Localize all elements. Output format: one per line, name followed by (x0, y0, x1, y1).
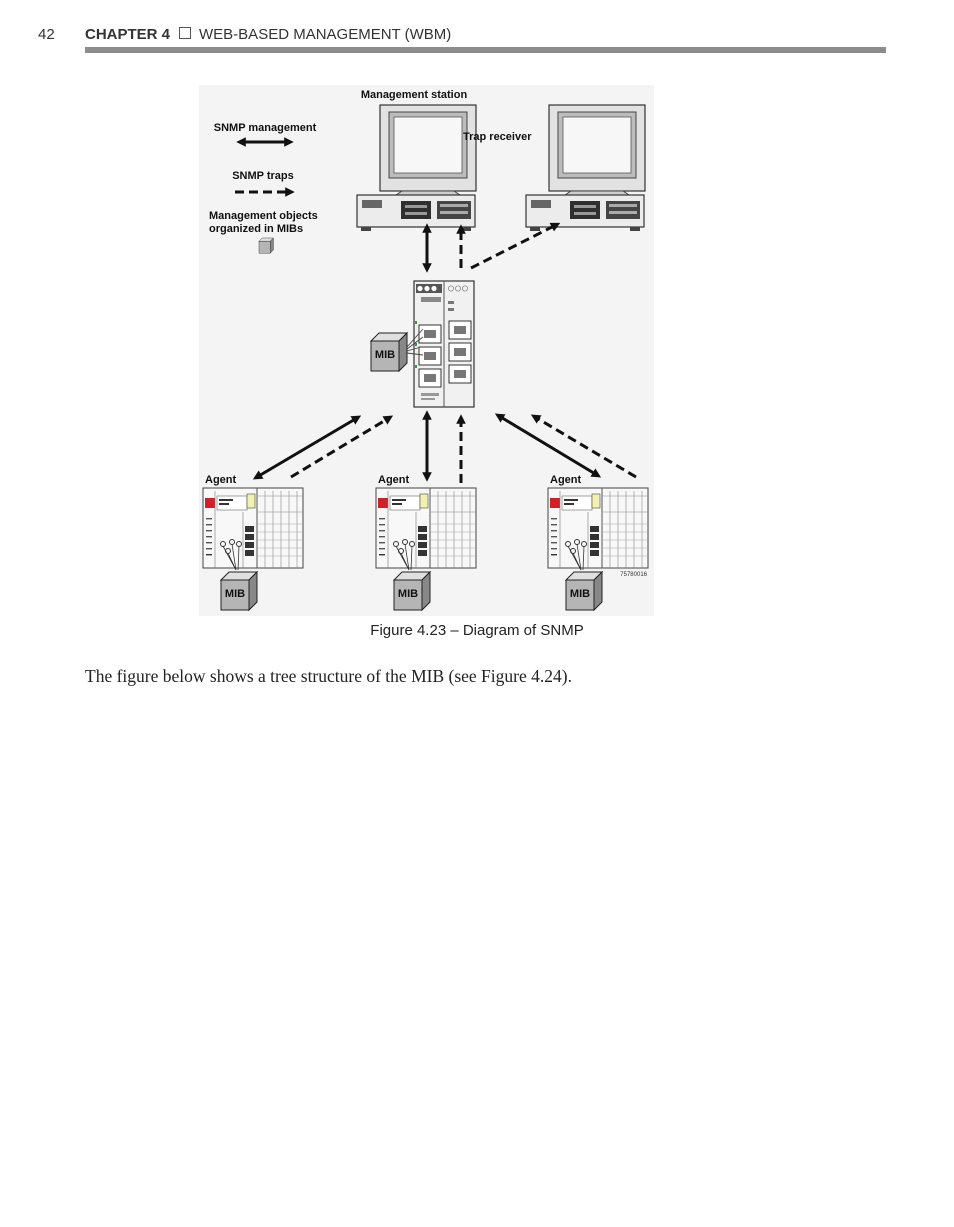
switch-mib-links (406, 328, 424, 356)
trap-receiver-label: Trap receiver (463, 131, 532, 143)
agent2-device (375, 487, 477, 571)
figure-caption: Figure 4.23 – Diagram of SNMP (370, 622, 584, 639)
management-station-computer-icon (356, 104, 477, 232)
legend-mib-objects-line1: Management objects (209, 210, 318, 222)
agent3-management-arrow (494, 413, 602, 478)
legend-snmp-traps: SNMP traps (232, 170, 294, 182)
chapter-label: CHAPTER 4 (85, 26, 171, 43)
header-rule (85, 47, 886, 53)
agent3-label: Agent (550, 474, 582, 486)
chapter-title: WEB-BASED MANAGEMENT (WBM) (199, 26, 452, 43)
management-station-label: Management station (361, 89, 468, 101)
separator-box-icon (179, 27, 192, 39)
legend-mib-objects-line2: organized in MIBs (209, 223, 303, 235)
switch-device (413, 280, 475, 408)
agent3-mib-label: MIB (570, 588, 590, 600)
agent1-mib-label: MIB (225, 588, 245, 600)
agent2-label: Agent (378, 474, 410, 486)
snmp-diagram: SNMP management SNMP traps Management ob… (199, 85, 654, 616)
page-number: 42 (38, 26, 55, 43)
figure-image-code: 75780016 (620, 572, 647, 578)
agent1-management-arrow (252, 415, 362, 480)
agent1-label: Agent (205, 474, 237, 486)
trap-receiver-arrow (470, 222, 561, 270)
agent1-trap-arrow (290, 415, 394, 479)
switch-mib-label: MIB (375, 349, 395, 361)
trap-receiver-computer-icon (525, 104, 646, 232)
legend-mib-cube-icon (258, 237, 274, 254)
agent1-device (202, 487, 304, 571)
agent2-mib-label: MIB (398, 588, 418, 600)
running-head: CHAPTER 4 WEB-BASED MANAGEMENT (WBM) (85, 26, 451, 43)
agent3-device (547, 487, 649, 571)
agent3-trap-arrow (530, 414, 637, 479)
legend-snmp-management: SNMP management (214, 122, 317, 134)
body-paragraph: The figure below shows a tree structure … (85, 666, 572, 686)
